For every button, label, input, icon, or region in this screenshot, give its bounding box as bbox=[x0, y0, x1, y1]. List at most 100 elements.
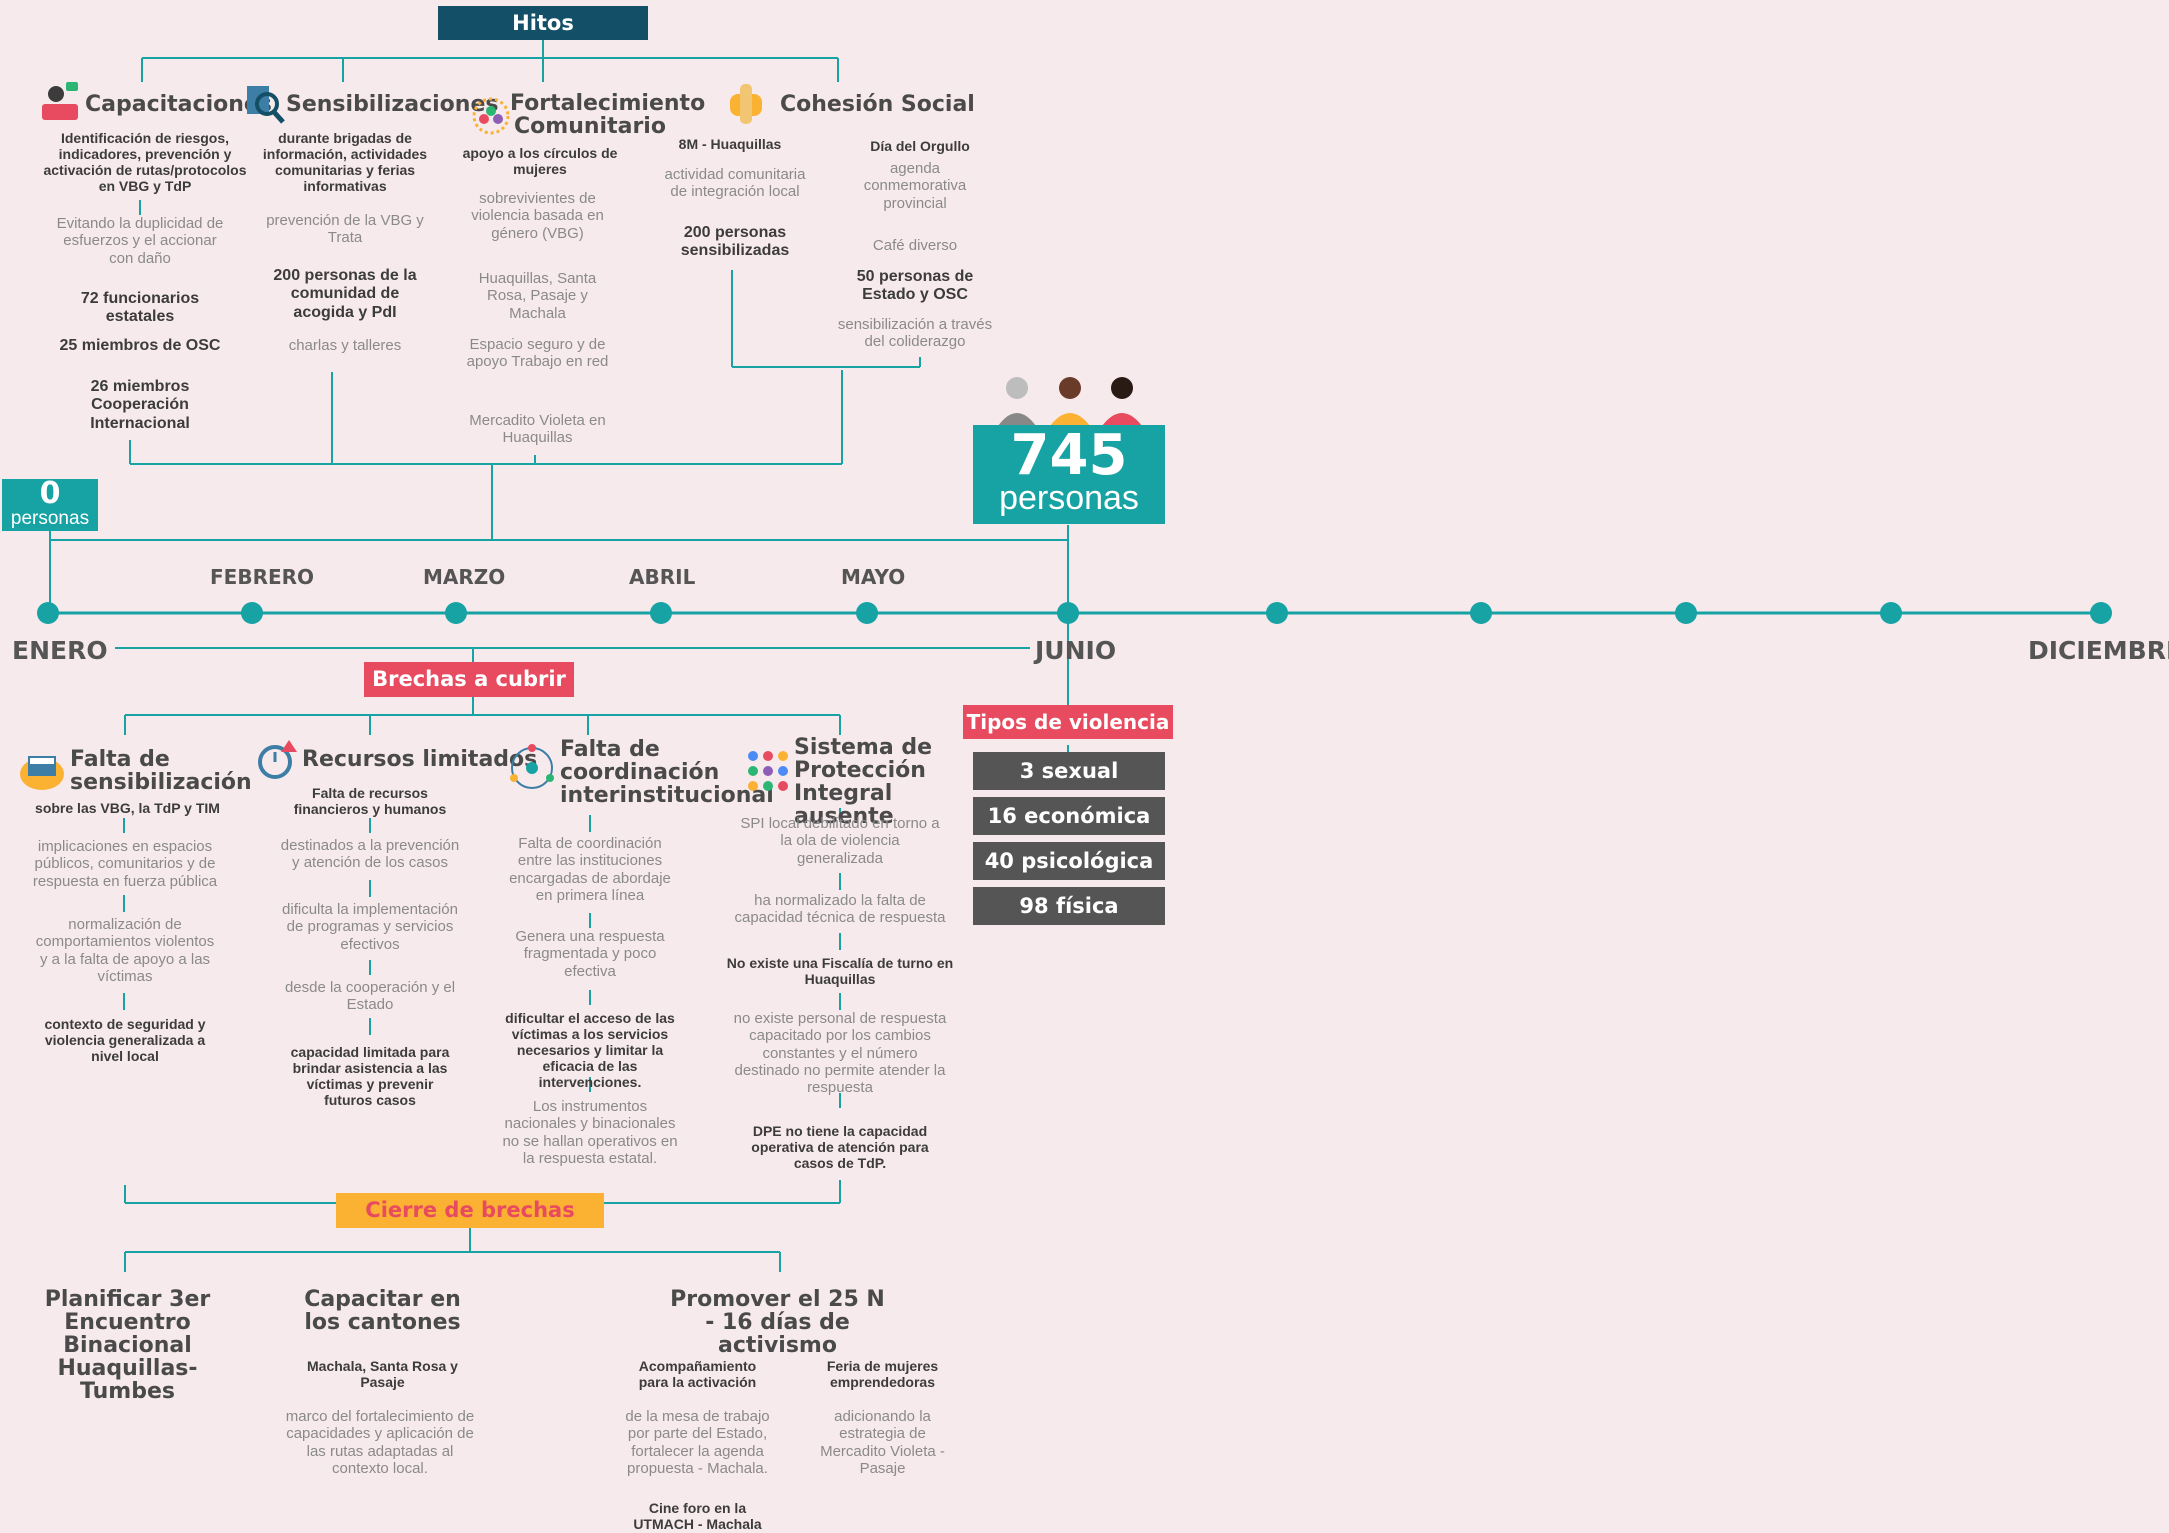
network-icon bbox=[508, 742, 556, 792]
handshake-icon bbox=[726, 82, 766, 126]
sistema-gap-n4: no existe personal de respuesta capacita… bbox=[733, 1010, 947, 1096]
sensibilizaciones-desc: durante brigadas de información, activid… bbox=[262, 130, 428, 195]
cohesion-orgullo-stat: 50 personas de Estado y OSC bbox=[856, 268, 974, 304]
cohesion-8m-note: actividad comunitaria de integración loc… bbox=[664, 166, 806, 201]
timeline-dot-septiembre bbox=[1675, 602, 1697, 624]
month-febrero: FEBRERO bbox=[210, 565, 315, 589]
fortalecimiento-title: Fortalecimiento Comunitario bbox=[510, 91, 706, 140]
sensibilizaciones-stat: 200 personas de la comunidad de acogida … bbox=[273, 267, 417, 321]
coordinacion-gap-n3: dificultar el acceso de las víctimas a l… bbox=[505, 1010, 675, 1091]
book-icon bbox=[18, 748, 66, 792]
cohesion-8m-stat: 200 personas sensibilizadas bbox=[680, 224, 790, 260]
cohesion-coliderazgo-note: sensibilización a través del coliderazgo bbox=[837, 316, 993, 351]
capacitar-desc: Machala, Santa Rosa y Pasaje bbox=[307, 1358, 458, 1391]
recursos-gap-n2: dificulta la implementación de programas… bbox=[282, 901, 458, 953]
violencia-fisica: 98 física bbox=[973, 887, 1165, 925]
promover-feria-note: adicionando la estrategia de Mercadito V… bbox=[820, 1408, 945, 1477]
month-diciembre: DICIEMBRE bbox=[2028, 636, 2169, 665]
violencia-psicologica: 40 psicológica bbox=[973, 842, 1165, 880]
timeline-dot-diciembre bbox=[2090, 602, 2112, 624]
dots-grid-icon bbox=[745, 748, 791, 794]
tipos-title: Tipos de violencia bbox=[963, 705, 1173, 739]
sensibilizaciones-note2: charlas y talleres bbox=[288, 337, 402, 354]
sistema-gap-n5: DPE no tiene la capacidad operativa de a… bbox=[751, 1123, 929, 1172]
timeline-dot-junio bbox=[1057, 602, 1079, 624]
fortalecimiento-note-mercadito: Mercadito Violeta en Huaquillas bbox=[469, 412, 606, 447]
violencia-sexual: 3 sexual bbox=[973, 752, 1165, 790]
promover-cine-foro: Cine foro en la UTMACH - Machala bbox=[633, 1500, 762, 1533]
timeline-dot-enero bbox=[37, 602, 59, 624]
cierre-title: Cierre de brechas bbox=[336, 1193, 604, 1228]
capacitaciones-stat-cooperacion: 26 miembros Cooperación Internacional bbox=[90, 378, 190, 432]
promover-acompanamiento-title: Acompañamiento para la activación bbox=[638, 1358, 757, 1391]
stopwatch-icon bbox=[255, 738, 299, 782]
coordinacion-gap-n1: Falta de coordinación entre las instituc… bbox=[509, 835, 671, 904]
promover-title: Promover el 25 N - 16 días de activismo bbox=[670, 1287, 885, 1359]
capacitaciones-title: Capacitaciones bbox=[85, 92, 272, 117]
fortalecimiento-note-ciudades: Huaquillas, Santa Rosa, Pasaje y Machala bbox=[478, 270, 597, 322]
sistema-gap-title: Sistema de Protección Integral ausente bbox=[794, 735, 933, 830]
planificar-title: Planificar 3er Encuentro Binacional Huaq… bbox=[44, 1287, 211, 1405]
fortalecimiento-desc: apoyo a los círculos de mujeres bbox=[462, 145, 618, 178]
sensibilizacion-gap-n3: contexto de seguridad y violencia genera… bbox=[44, 1016, 206, 1065]
counter-end-label: personas bbox=[999, 479, 1139, 517]
capacitaciones-note: Evitando la duplicidad de esfuerzos y el… bbox=[56, 215, 224, 267]
timeline-dot-octubre bbox=[1880, 602, 1902, 624]
training-icon bbox=[38, 80, 82, 124]
fortalecimiento-note-espacio: Espacio seguro y de apoyo Trabajo en red bbox=[466, 336, 609, 371]
month-junio: JUNIO bbox=[1035, 636, 1117, 665]
sistema-gap-n3: No existe una Fiscalía de turno en Huaqu… bbox=[726, 955, 954, 988]
cohesion-orgullo-note: agenda conmemorativa provincial bbox=[863, 160, 967, 212]
month-marzo: MARZO bbox=[423, 565, 506, 589]
timeline-dot-abril bbox=[650, 602, 672, 624]
cohesion-title: Cohesión Social bbox=[780, 92, 975, 117]
capacitar-note: marco del fortalecimiento de capacidades… bbox=[285, 1408, 475, 1477]
counter-start-label: personas bbox=[10, 508, 90, 529]
capacitar-title: Capacitar en los cantones bbox=[304, 1287, 461, 1336]
brechas-title: Brechas a cubrir bbox=[364, 662, 574, 697]
timeline-dot-marzo bbox=[445, 602, 467, 624]
sensibilizacion-gap-n2: normalización de comportamientos violent… bbox=[35, 916, 215, 985]
community-icon bbox=[470, 95, 512, 137]
timeline-dot-agosto bbox=[1470, 602, 1492, 624]
sensibilizacion-gap-desc: sobre las VBG, la TdP y TIM bbox=[35, 800, 220, 816]
magnifier-icon bbox=[245, 82, 285, 126]
month-abril: ABRIL bbox=[629, 565, 696, 589]
cohesion-orgullo-title: Día del Orgullo bbox=[870, 138, 970, 154]
recursos-gap-n3: desde la cooperación y el Estado bbox=[284, 979, 456, 1014]
capacitaciones-stat-osc: 25 miembros de OSC bbox=[59, 337, 221, 354]
people-icon bbox=[990, 368, 1150, 426]
month-enero: ENERO bbox=[12, 636, 108, 665]
violencia-economica: 16 económica bbox=[973, 797, 1165, 835]
recursos-gap-title: Recursos limitados bbox=[302, 747, 538, 772]
sensibilizacion-gap-n1: implicaciones en espacios públicos, comu… bbox=[32, 838, 218, 890]
timeline-dot-julio bbox=[1266, 602, 1288, 624]
counter-start-value: 0 bbox=[39, 476, 61, 511]
cohesion-bracket bbox=[731, 270, 920, 368]
coordinacion-gap-n4: Los instrumentos nacionales y binacional… bbox=[502, 1098, 678, 1167]
hitos-title: Hitos bbox=[438, 6, 648, 40]
month-mayo: MAYO bbox=[841, 565, 906, 589]
sistema-gap-n2: ha normalizado la falta de capacidad téc… bbox=[734, 892, 946, 927]
coordinacion-gap-title: Falta de coordinación interinstitucional bbox=[560, 737, 774, 809]
counter-end: 745 personas bbox=[973, 425, 1165, 524]
recursos-gap-desc: Falta de recursos financieros y humanos bbox=[293, 785, 447, 818]
sensibilizaciones-note: prevención de la VBG y Trata bbox=[266, 212, 424, 247]
capacitaciones-desc: Identificación de riesgos, indicadores, … bbox=[43, 130, 247, 195]
counter-end-value: 745 bbox=[1010, 423, 1128, 488]
sensibilizaciones-title: Sensibilizaciones bbox=[286, 92, 499, 117]
fortalecimiento-note-sobrevivientes: sobrevivientes de violencia basada en gé… bbox=[471, 190, 604, 242]
cohesion-cafe-note: Café diverso bbox=[872, 237, 958, 254]
recursos-gap-n4: capacidad limitada para brindar asistenc… bbox=[290, 1044, 450, 1109]
recursos-gap-n1: destinados a la prevención y atención de… bbox=[280, 837, 460, 872]
coordinacion-gap-n2: Genera una respuesta fragmentada y poco … bbox=[515, 928, 665, 980]
promover-acompanamiento-note: de la mesa de trabajo por parte del Esta… bbox=[625, 1408, 770, 1477]
sistema-gap-n1: SPI local debilitado en torno a la ola d… bbox=[740, 815, 940, 867]
counter-start: 0 personas bbox=[2, 479, 98, 531]
cohesion-8m-title: 8M - Huaquillas bbox=[678, 136, 782, 152]
sensibilizacion-gap-title: Falta de sensibilización bbox=[70, 747, 252, 796]
promover-feria-title: Feria de mujeres emprendedoras bbox=[826, 1358, 939, 1391]
capacitaciones-stat-funcionarios: 72 funcionarios estatales bbox=[80, 290, 200, 326]
timeline-dot-mayo bbox=[856, 602, 878, 624]
timeline-dot-febrero bbox=[241, 602, 263, 624]
